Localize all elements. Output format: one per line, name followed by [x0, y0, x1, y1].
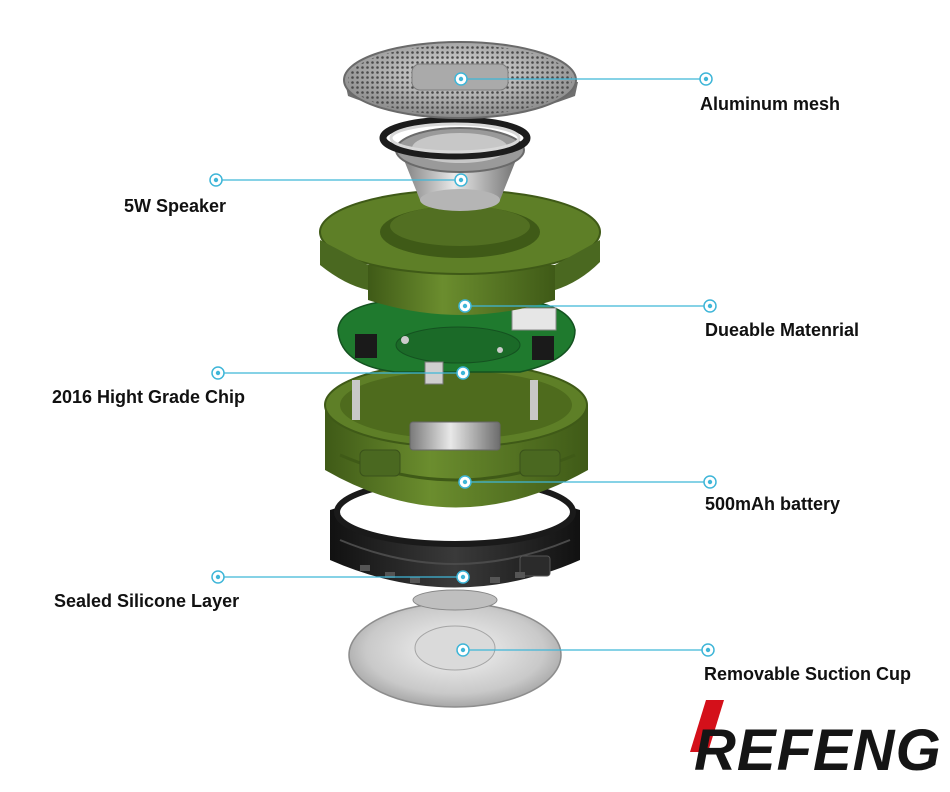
target-dot-icon: [454, 72, 713, 86]
battery-housing-part: [324, 362, 588, 508]
target-dot-icon: [456, 643, 715, 657]
label-5w-speaker: 5W Speaker: [124, 196, 226, 216]
target-dot-icon: [458, 475, 717, 489]
callout-lines: [216, 78, 710, 651]
brand-name: REFENG: [694, 718, 942, 783]
label-silicone-layer: Sealed Silicone Layer: [54, 591, 239, 611]
target-dot-icon: [458, 299, 717, 313]
label-dueable-matenrial: Dueable Matenrial: [705, 320, 859, 340]
suction-cup-part: [348, 589, 562, 708]
label-battery: 500mAh battery: [705, 494, 840, 514]
upper-housing-part: [319, 189, 601, 315]
circuit-board-part: [337, 299, 576, 385]
target-dot-icon: [211, 366, 470, 380]
target-dot-icon: [209, 173, 468, 187]
gasket-ring-part: [379, 116, 531, 160]
label-suction-cup: Removable Suction Cup: [704, 664, 911, 684]
label-aluminum-mesh: Aluminum mesh: [700, 94, 840, 114]
callout-markers: [209, 72, 717, 657]
target-dot-icon: [211, 570, 470, 584]
label-chip: 2016 Hight Grade Chip: [52, 387, 245, 407]
brand-accent-mark: [690, 700, 724, 752]
brand-logo: REFENG: [690, 700, 942, 783]
